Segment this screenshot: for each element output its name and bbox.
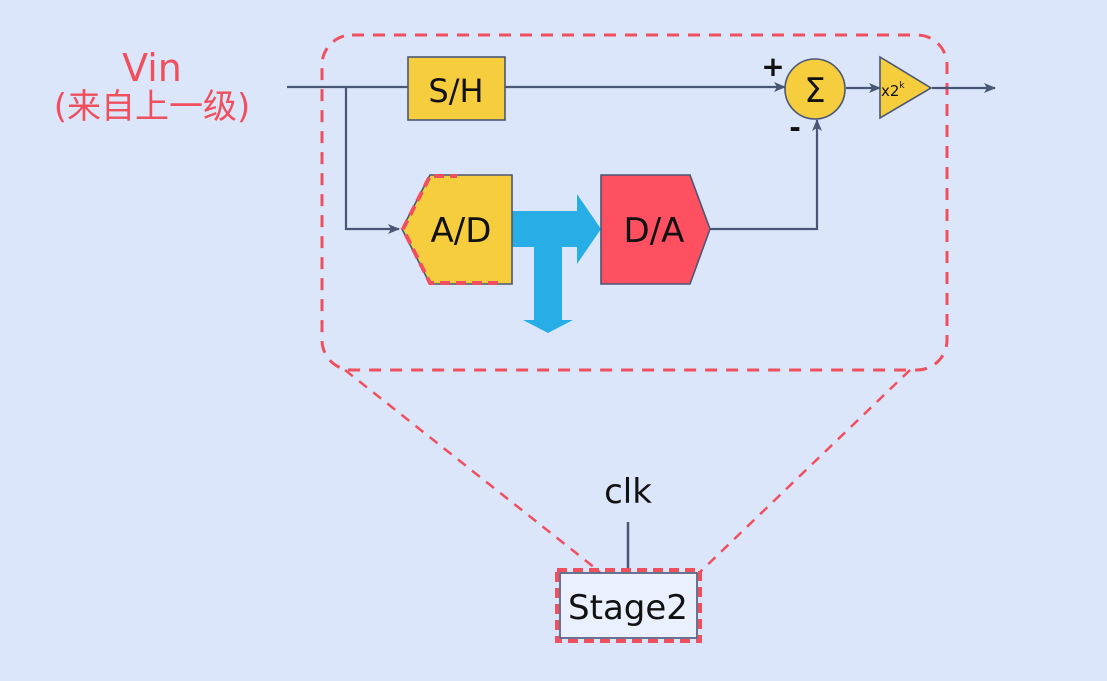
gain-amplifier xyxy=(879,55,933,120)
minus-sign: - xyxy=(789,111,801,144)
gain-label: x2k xyxy=(881,81,905,100)
clock-label: clk xyxy=(604,472,652,512)
adc-block xyxy=(401,174,513,285)
sample-hold-label: S/H xyxy=(428,72,483,110)
stage2-label: Stage2 xyxy=(568,588,688,628)
stage2-block xyxy=(559,572,698,639)
vin-label: Vin xyxy=(122,46,182,90)
sample-hold-block xyxy=(407,56,506,121)
adc-label: A/D xyxy=(431,211,492,251)
dac-to-sum-wire xyxy=(710,119,822,231)
digital-output-arrow xyxy=(512,194,601,333)
summing-junction xyxy=(784,58,846,120)
vin-source-note: (来自上一级) xyxy=(54,87,251,127)
adc-highlight-outline xyxy=(400,174,498,285)
zoom-connector-right xyxy=(699,369,911,573)
stage-detail-outline xyxy=(320,33,949,372)
plus-sign: + xyxy=(761,50,784,83)
dac-label: D/A xyxy=(624,211,685,251)
gain-exponent: k xyxy=(899,81,905,91)
zoom-connector-left xyxy=(344,369,601,573)
adc-branch-wire xyxy=(344,87,400,234)
summing-symbol: Σ xyxy=(804,71,825,111)
dac-block xyxy=(600,174,711,285)
stage2-highlight-outline xyxy=(555,568,702,643)
